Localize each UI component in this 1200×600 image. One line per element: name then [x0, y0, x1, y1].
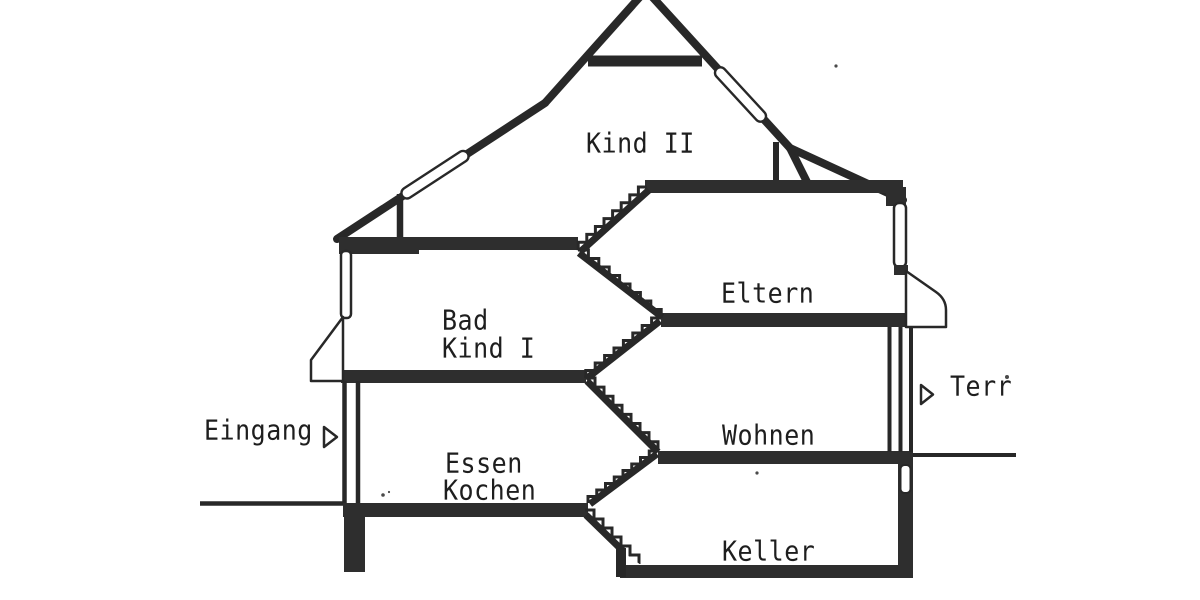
floor-wohnen	[658, 451, 913, 464]
stair-stringer-6	[583, 512, 626, 554]
basement-window-slot	[899, 464, 912, 494]
stair-stringer-top	[577, 187, 652, 255]
stair-steps-attic-to-kind2	[576, 185, 647, 251]
left-wall	[309, 249, 365, 572]
left-foundation-stub	[344, 503, 365, 572]
room-label-kochen: Kochen	[443, 473, 537, 507]
floor-essen	[343, 503, 588, 517]
stair-steps-attic-to-eltern	[578, 248, 663, 318]
floor-attic-left	[339, 237, 578, 250]
stair-steps-essen-to-keller	[585, 508, 641, 564]
eingang-arrow-icon	[322, 425, 339, 449]
stair-stringer-5	[587, 451, 660, 507]
entrance-canopy	[309, 315, 345, 383]
roof-left-upper-slope	[542, 0, 643, 106]
roof	[333, 0, 907, 243]
stair-stringer-4	[584, 378, 661, 455]
terrace-corbel	[904, 269, 948, 329]
terrasse-arrow-icon	[919, 383, 935, 406]
skylight-left	[400, 149, 470, 200]
room-label-wohnen: Wohnen	[722, 418, 816, 452]
stair-steps-eltern-to-bad	[584, 316, 661, 378]
right-wall	[887, 201, 948, 578]
room-label-eltern: Eltern	[721, 276, 815, 310]
floor-bad	[341, 370, 586, 383]
terrasse-label-artifact	[1005, 375, 1009, 379]
left-window-slot	[339, 249, 353, 320]
right-window-slot	[892, 201, 908, 269]
floor-eltern	[661, 313, 907, 327]
room-label-kind1: Kind I	[442, 331, 536, 365]
room-label-kind2: Kind II	[586, 126, 695, 160]
floor-attic-left-notch	[339, 248, 419, 254]
skylight-right	[713, 66, 768, 123]
stair-steps-bad-to-wohnen	[586, 376, 660, 451]
annotation-eingang: Eingang	[204, 413, 313, 447]
scan-speck	[834, 64, 838, 68]
stair-keller-notch	[627, 555, 641, 565]
scan-speck	[755, 471, 759, 475]
floor-keller	[620, 565, 913, 578]
staircase	[576, 185, 665, 577]
stair-steps-wohnen-to-essen	[586, 449, 658, 503]
room-label-bad: Bad	[442, 303, 489, 337]
room-label-keller: Keller	[722, 534, 816, 568]
scan-specks	[381, 64, 1009, 497]
right-wall-joint	[894, 265, 908, 275]
annotation-terrasse: Terr	[950, 369, 1013, 403]
floor-kind2	[645, 180, 903, 193]
scan-speck	[387, 490, 391, 494]
floor-slabs	[339, 180, 913, 578]
roof-right-knee-strut	[786, 146, 813, 188]
stair-stringer-3	[583, 318, 663, 382]
scan-speck	[381, 493, 385, 497]
room-label-essen: Essen	[445, 446, 523, 480]
